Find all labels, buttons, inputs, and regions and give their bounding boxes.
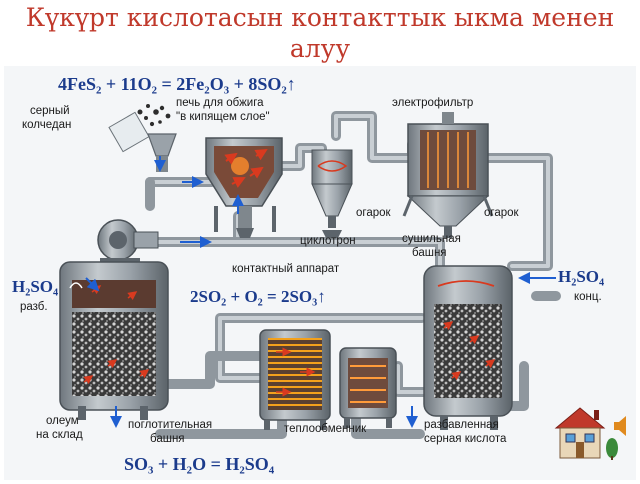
speaker-icon[interactable] — [614, 416, 626, 436]
label-oleum-1: олеум — [46, 415, 79, 427]
blower-icon — [97, 219, 159, 264]
drying-tower — [423, 265, 513, 430]
contact-apparatus — [339, 347, 397, 428]
label-absorption-1: поглотительная — [128, 419, 212, 431]
process-diagram-svg: 4FeS₂ + 11O₂ = 2Fe₂O₃ + 8SO₂↑ 2SO₂ + O₂ … — [4, 66, 636, 480]
house-icon[interactable] — [554, 407, 618, 460]
absorption-tower — [59, 261, 169, 420]
label-heat-exchanger: теплообменник — [284, 423, 367, 435]
label-diluted-2: серная кислота — [424, 433, 507, 445]
label-cinder-left: огарок — [356, 207, 392, 219]
label-cinder-right: огарок — [484, 207, 520, 219]
label-h2so4-left: H₂SO₄ — [12, 277, 58, 296]
electrofilter — [402, 112, 494, 238]
label-furnace-2: "в кипящем слое" — [176, 111, 270, 123]
label-absorption-2: башня — [150, 433, 185, 445]
label-oleum-2: на склад — [36, 429, 83, 441]
equation-middle: 2SO₂ + O₂ = 2SO₃↑ — [190, 287, 326, 306]
label-dilute: разб. — [20, 301, 48, 313]
process-diagram: 4FeS₂ + 11O₂ = 2Fe₂O₃ + 8SO₂↑ 2SO₂ + O₂ … — [0, 66, 640, 480]
label-cyclotron: циклотрон — [300, 235, 356, 247]
label-drying-2: башня — [412, 247, 447, 259]
equation-bottom: SO₃ + H₂O = H₂SO₄ — [124, 454, 275, 474]
label-contact: контактный аппарат — [232, 263, 340, 275]
label-concentrated: конц. — [574, 291, 602, 303]
label-h2so4-right: H₂SO₄ — [558, 267, 604, 286]
flow-arrows — [85, 156, 556, 428]
equation-top: 4FeS₂ + 11O₂ = 2Fe₂O₃ + 8SO₂↑ — [58, 74, 296, 94]
pyrite-hopper — [108, 104, 177, 172]
label-pyrite-1: серный — [30, 105, 70, 117]
label-furnace-1: печь для обжига — [176, 97, 264, 109]
label-diluted-1: разбавленная — [424, 419, 499, 431]
label-pyrite-2: колчедан — [22, 119, 71, 131]
heat-exchanger — [259, 329, 331, 430]
label-drying-1: сушильная — [402, 233, 461, 245]
label-electrofilter: электрофильтр — [392, 97, 473, 109]
cyclotron — [311, 149, 353, 238]
slide-title: Күкүрт кислотасын контакттык ыкма менен … — [25, 3, 615, 63]
fluidized-bed-furnace — [205, 137, 283, 238]
